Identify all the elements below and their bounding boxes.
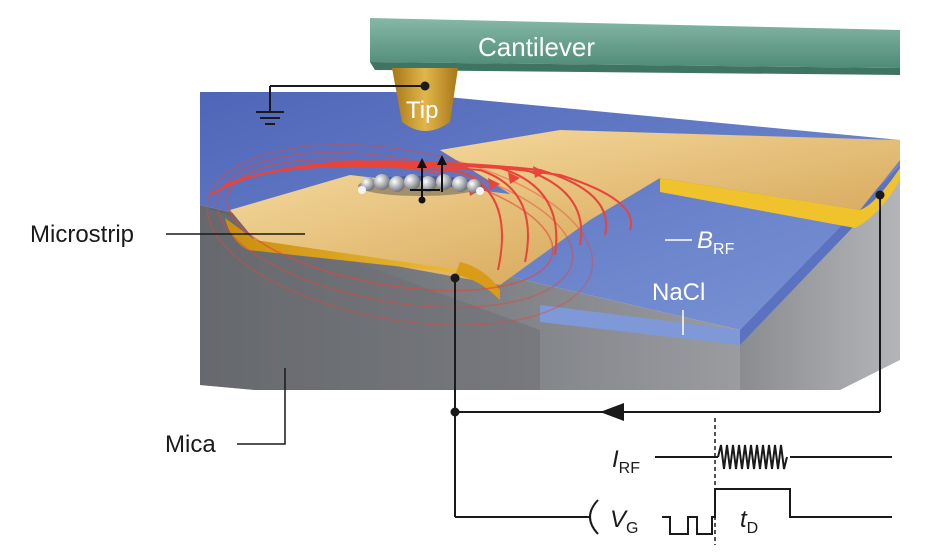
ground-symbol-icon xyxy=(256,85,425,125)
signal-arrow-icon xyxy=(600,403,624,421)
t-d-label: tD xyxy=(740,506,758,537)
molecule xyxy=(358,155,484,204)
i-rf-label: IRF xyxy=(612,446,640,477)
microstrip-label: Microstrip xyxy=(30,221,134,248)
cantilever-label: Cantilever xyxy=(478,32,595,62)
mica-label: Mica xyxy=(165,431,216,458)
tip-label: Tip xyxy=(406,97,438,124)
tip: Tip xyxy=(392,68,458,131)
nacl-label: NaCl xyxy=(652,279,705,306)
v-g-label: VG xyxy=(610,506,638,537)
label-leaders xyxy=(166,233,692,445)
cantilever: Cantilever xyxy=(370,18,900,75)
circuit-wires xyxy=(454,195,881,518)
signal-traces xyxy=(589,444,892,535)
rf-field-lines xyxy=(206,144,633,326)
b-rf-label: BRF xyxy=(697,227,735,258)
